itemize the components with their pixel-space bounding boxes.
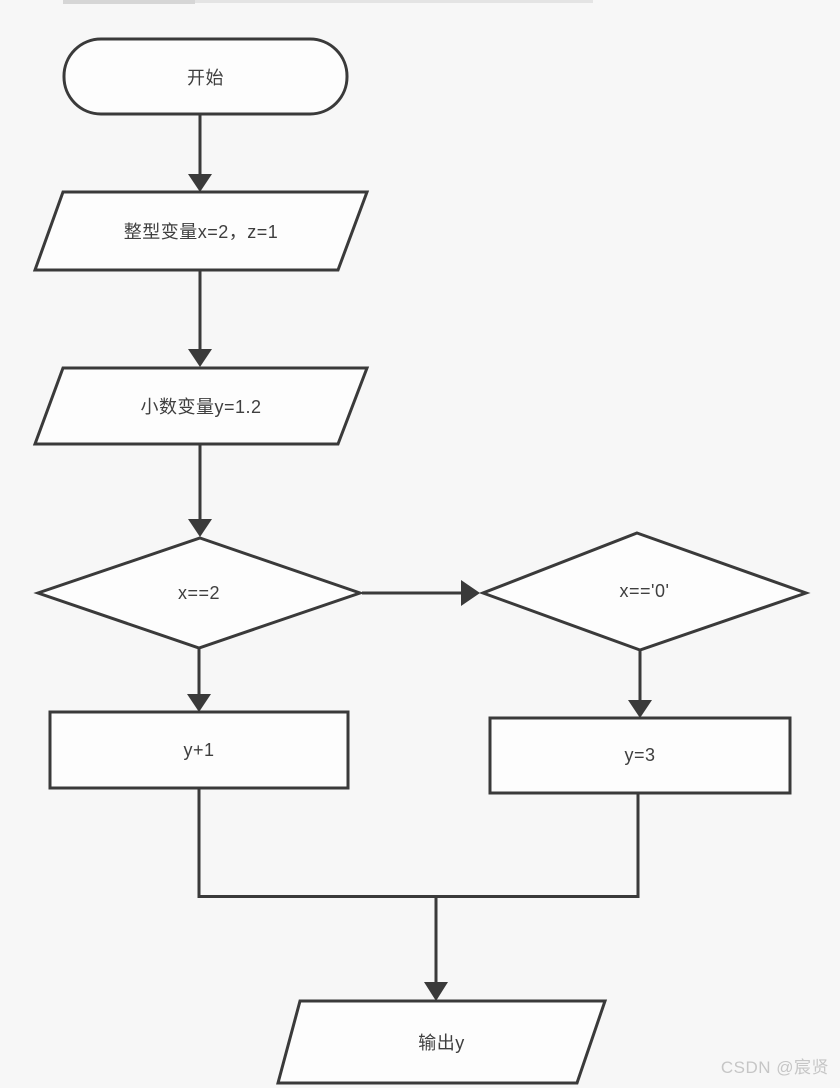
arrowhead-down-icon xyxy=(188,174,212,192)
proc-y3-rect-shape xyxy=(488,716,792,795)
output-parallelogram-shape xyxy=(276,999,608,1085)
top-edge-smudge-dark xyxy=(63,0,195,4)
init-float-parallelogram-shape xyxy=(32,366,370,446)
edge-merge-elbow xyxy=(197,788,640,898)
arrowhead-down-icon xyxy=(628,700,652,718)
cond-x0-diamond-shape xyxy=(478,531,811,652)
top-edge-smudge-light xyxy=(195,0,593,3)
arrowhead-down-icon xyxy=(188,349,212,367)
start-terminator-shape xyxy=(62,37,349,116)
arrowhead-down-icon xyxy=(187,694,211,712)
arrowhead-down-icon xyxy=(188,519,212,537)
arrowhead-right-icon xyxy=(461,580,480,606)
csdn-watermark: CSDN @宸贤 xyxy=(720,1058,829,1077)
arrowhead-down-icon xyxy=(424,982,448,1001)
init-int-parallelogram-shape xyxy=(32,190,370,272)
cond-x2-diamond-shape xyxy=(33,536,365,650)
proc-y1-rect-shape xyxy=(48,710,350,790)
